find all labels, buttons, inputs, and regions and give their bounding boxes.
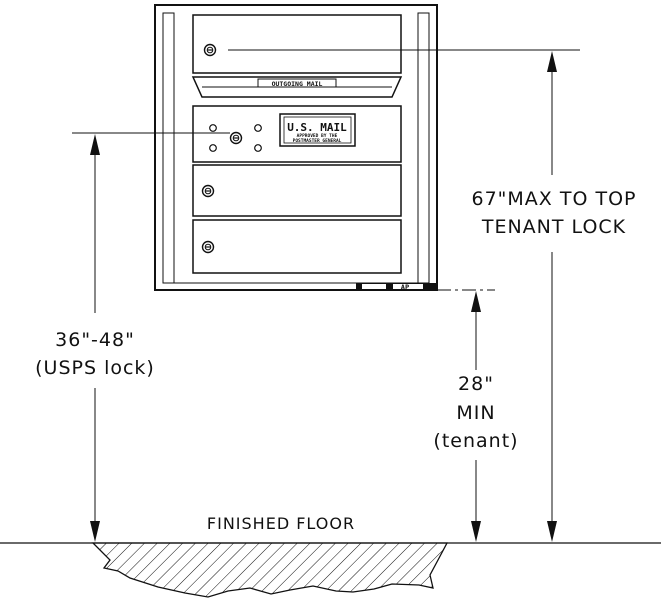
brand-label: AP — [401, 284, 409, 292]
usps-master-door[interactable] — [192, 105, 402, 163]
brand-nameplate — [356, 283, 436, 290]
tenant-door-middle[interactable] — [192, 164, 402, 217]
tenant-door-top[interactable] — [192, 14, 402, 74]
cabinet-outer-frame — [154, 4, 438, 291]
arrow-up-icon — [471, 291, 481, 312]
lock-icon[interactable] — [203, 43, 217, 57]
lock-icon[interactable] — [201, 240, 215, 254]
door-pins — [209, 124, 262, 152]
usps-lock-range: 36"-48" — [55, 329, 135, 351]
outgoing-mail-slot[interactable] — [191, 76, 403, 98]
dimension-top-tenant-lock — [228, 49, 580, 542]
finished-floor-label: FINISHED FLOOR — [207, 514, 355, 533]
arrow-up-icon — [90, 134, 100, 155]
cabinet-right-rail — [417, 12, 430, 284]
outgoing-mail-label: OUTGOING MAIL — [272, 80, 323, 88]
finished-floor — [0, 542, 661, 598]
usps-plate-line1: APPROVED BY THE — [297, 133, 338, 139]
top-lock-dimension-line1: 67"MAX TO TOP — [472, 188, 637, 210]
usps-plate-line2: POSTMASTER GENERAL — [293, 138, 342, 144]
usps-mail-plate — [279, 113, 356, 147]
tenant-door-bottom[interactable] — [192, 219, 402, 274]
arrow-down-icon — [547, 521, 557, 542]
tenant-min-label: MIN — [456, 402, 495, 424]
usps-lock-note: (USPS lock) — [35, 357, 155, 379]
tenant-min-note: (tenant) — [433, 430, 518, 452]
dimension-tenant-min — [437, 289, 495, 542]
dimension-usps-lock — [72, 132, 230, 542]
arrow-down-icon — [471, 521, 481, 542]
floor-hatch-section — [91, 542, 449, 598]
usps-lock-icon[interactable] — [229, 131, 243, 145]
tenant-min-value: 28" — [458, 373, 494, 395]
usps-plate-title: U.S. MAIL — [287, 121, 347, 134]
arrow-up-icon — [547, 51, 557, 72]
mailbox-cabinet: OUTGOING MAIL U.S. MAIL APPROVED BY THE … — [154, 4, 438, 292]
arrow-down-icon — [90, 521, 100, 542]
cabinet-left-rail — [162, 12, 175, 284]
lock-icon[interactable] — [201, 184, 215, 198]
top-lock-dimension-line2: TENANT LOCK — [481, 216, 626, 238]
